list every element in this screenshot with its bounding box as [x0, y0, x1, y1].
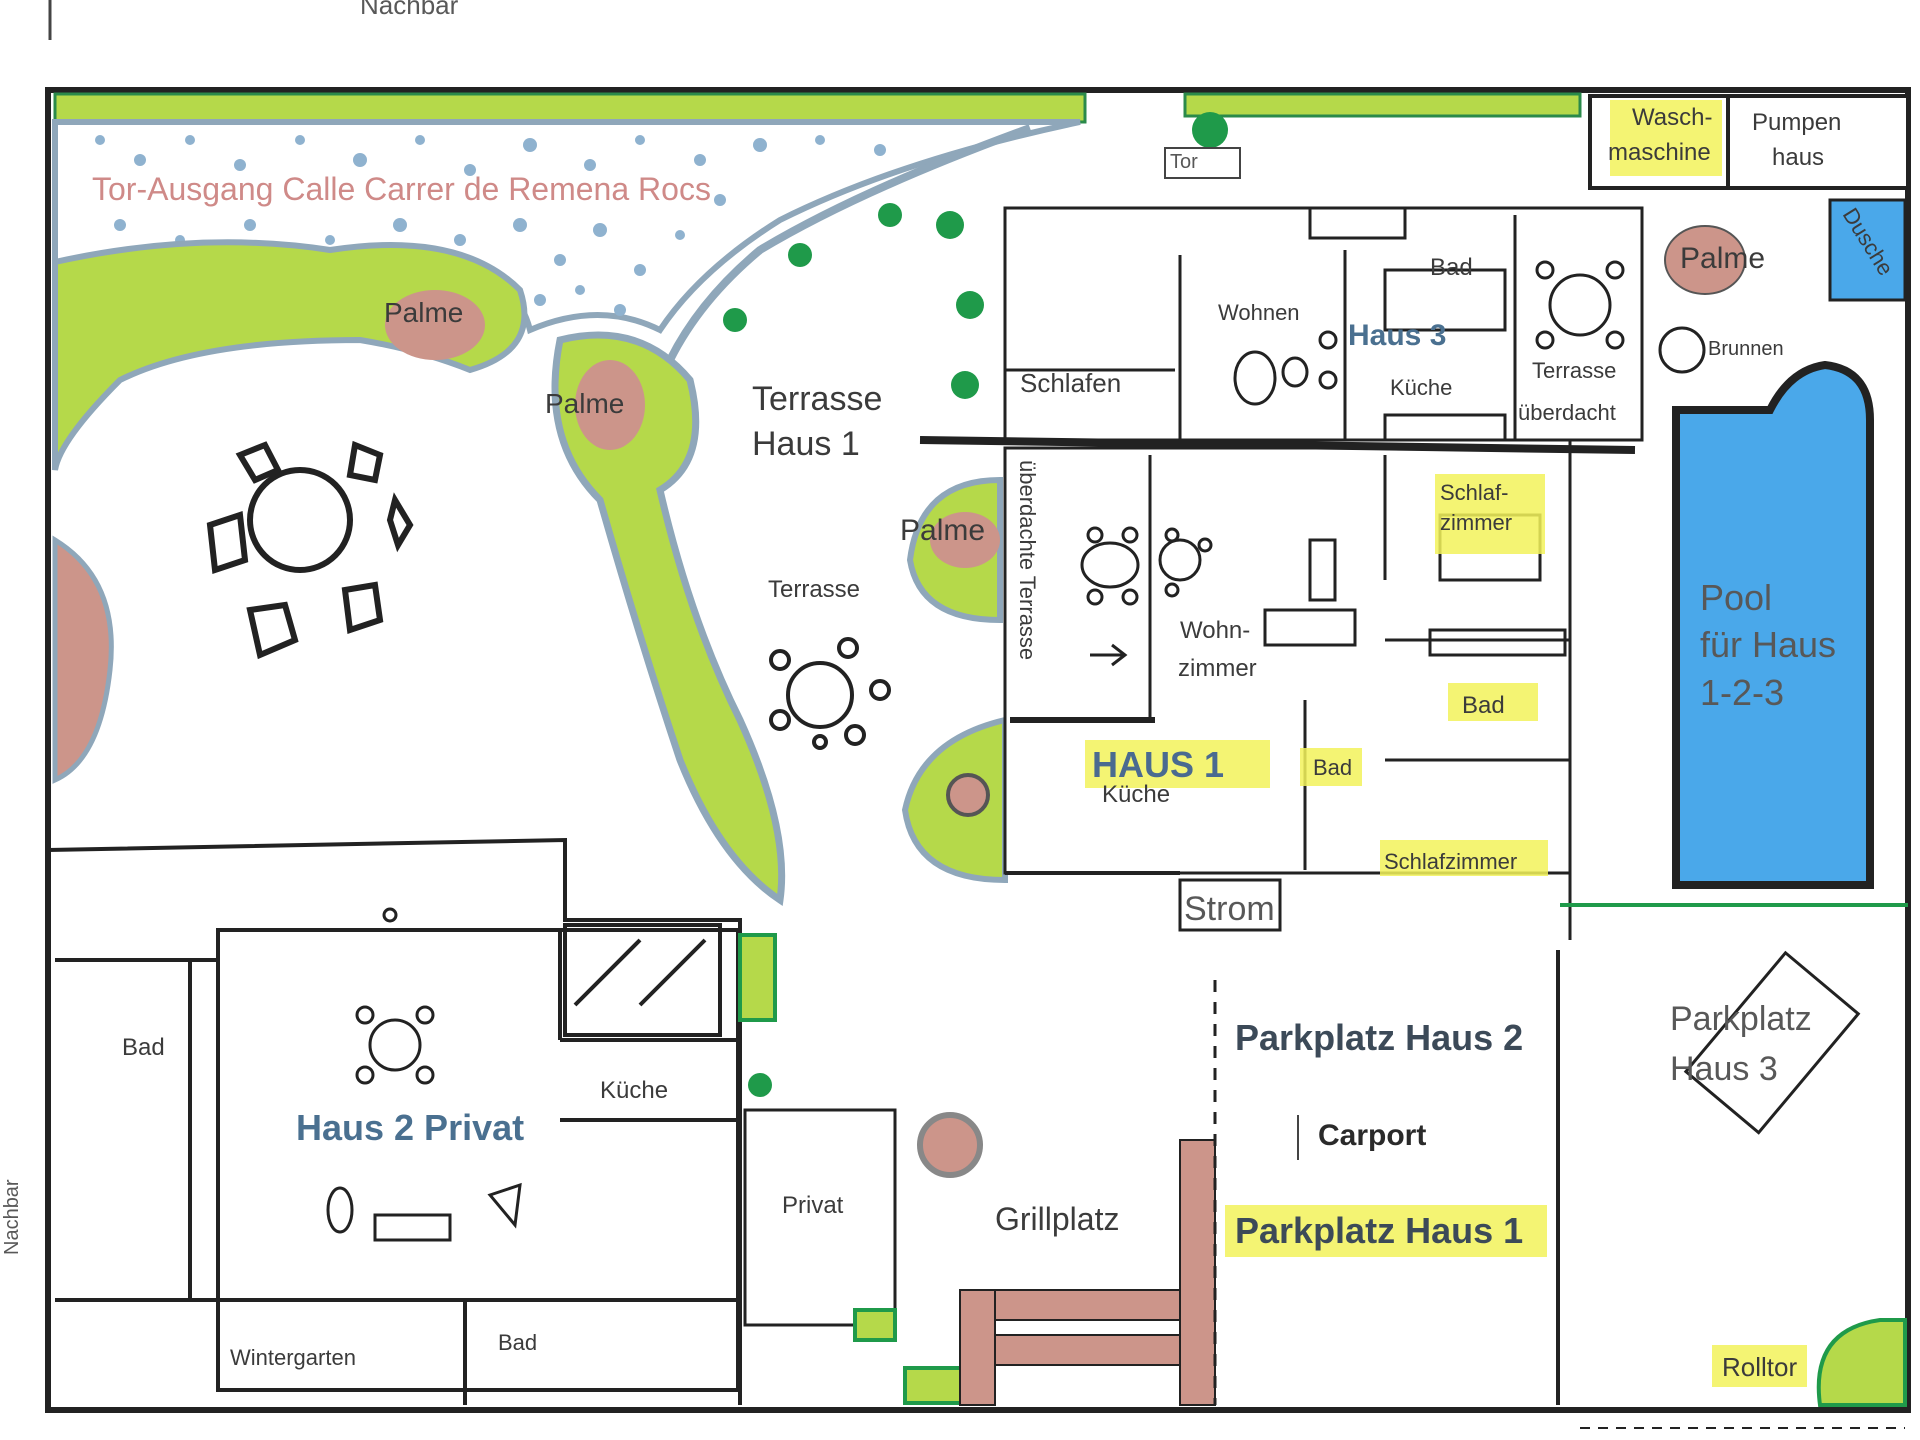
- house2-bath-small-label: Bad: [498, 1330, 537, 1355]
- terrace-house1-label-1: Terrasse: [752, 380, 882, 418]
- house3-title: Haus 3: [1348, 319, 1446, 352]
- washing-highlight: [1610, 100, 1722, 176]
- house1-bath1-highlight: [1448, 683, 1538, 721]
- house1-bedroom-bottom-highlight: [1380, 840, 1548, 876]
- palm-2: [575, 360, 645, 450]
- palm-1: [385, 290, 485, 360]
- green-box-1: [738, 933, 777, 1022]
- palm-2-label: Palme: [545, 388, 624, 419]
- pump-label-1: Pumpen: [1752, 109, 1841, 136]
- roller-gate-tree: [1816, 1318, 1907, 1407]
- power-label: Strom: [1184, 890, 1275, 928]
- roller-gate-highlight: [1712, 1345, 1807, 1387]
- house2-winter-garden-label: Wintergarten: [230, 1345, 356, 1370]
- washing-label-2: maschine: [1608, 139, 1711, 166]
- palm-1-label: Palme: [384, 297, 463, 328]
- pump-label-2: haus: [1772, 144, 1824, 171]
- terrace-table-set: [769, 637, 891, 750]
- house1-bath-label-2: Bad: [1313, 755, 1352, 780]
- house2-bath-label: Bad: [122, 1034, 165, 1061]
- parking-house3-label-2: Haus 3: [1670, 1050, 1778, 1088]
- neighbor-top-label: Nachbar: [360, 0, 459, 20]
- hedge-top-right: [1183, 92, 1582, 118]
- house1-bath2-highlight: [1300, 748, 1362, 786]
- gate-label: Tor: [1170, 151, 1198, 173]
- house3-terrace-label-1: Terrasse: [1532, 358, 1616, 383]
- pool-label-2: für Haus: [1700, 624, 1836, 665]
- house2-title: Haus 2 Privat: [296, 1107, 524, 1148]
- house1-bath-label-1: Bad: [1462, 692, 1505, 719]
- parking-house2-label: Parkplatz Haus 2: [1235, 1017, 1523, 1058]
- hedge-top-left: [53, 92, 1087, 124]
- pool-label-3: 1-2-3: [1700, 672, 1784, 713]
- terrace-house1-label-2: Haus 1: [752, 425, 860, 463]
- tree-dots: [723, 112, 1228, 1097]
- roller-gate-label: Rolltor: [1722, 1352, 1797, 1382]
- neighbor-left-label: Nachbar: [1, 1179, 23, 1255]
- palm-3: [930, 512, 1000, 568]
- house3-furniture: [1233, 260, 1625, 406]
- house1-bedroom-bottom-label: Schlafzimmer: [1384, 849, 1517, 874]
- private-label: Privat: [782, 1192, 844, 1219]
- house3-living-label: Wohnen: [1218, 300, 1300, 325]
- path-edge: [666, 124, 1032, 362]
- house1-bedroom-top-label-2: zimmer: [1440, 510, 1512, 535]
- palm-4: [1664, 225, 1746, 295]
- property-boundary: [45, 87, 1911, 1413]
- parking-house1-label: Parkplatz Haus 1: [1235, 1210, 1523, 1251]
- palm-3-label: Palme: [900, 514, 985, 547]
- palm-4-label: Palme: [1680, 242, 1765, 275]
- house1-living-label-1: Wohn-: [1180, 617, 1250, 644]
- green-box-3: [903, 1366, 967, 1405]
- grill-tree: [917, 1112, 983, 1178]
- carport-label: Carport: [1318, 1119, 1426, 1152]
- house2-kitchen-label: Küche: [600, 1077, 668, 1104]
- well: [1658, 326, 1706, 374]
- house3-sleeping-label: Schlafen: [1020, 368, 1121, 398]
- house2-furniture: [326, 907, 522, 1242]
- pool: [1672, 360, 1874, 889]
- house3-terrace-label-2: überdacht: [1518, 400, 1616, 425]
- house3: [1003, 206, 1644, 442]
- grill-benches: [959, 1139, 1216, 1406]
- pool-label-1: Pool: [1700, 577, 1772, 618]
- parking-house1-highlight: [1225, 1205, 1547, 1257]
- private-building: [743, 1108, 897, 1327]
- house1-kitchen-label: Küche: [1102, 781, 1170, 808]
- house3-kitchen-label: Küche: [1390, 375, 1452, 400]
- gravel-dots: [95, 135, 886, 316]
- house3-bath-label: Bad: [1430, 254, 1473, 281]
- well-label: Brunnen: [1708, 338, 1784, 360]
- green-box-2: [853, 1308, 897, 1342]
- grill-label: Grillplatz: [995, 1201, 1119, 1237]
- house1-title-highlight: [1085, 740, 1270, 788]
- house2: [47, 837, 742, 1405]
- garden-middle: [551, 331, 786, 906]
- terrace-label: Terrasse: [768, 576, 860, 603]
- gate-exit-label: Tor-Ausgang Calle Carrer de Remena Rocs: [92, 171, 711, 207]
- house1-bedroom-top-label-1: Schlaf-: [1440, 480, 1508, 505]
- house1-furniture: [1080, 526, 1213, 667]
- parked-car: [1683, 950, 1861, 1135]
- parking-house3-label-1: Parkplatz: [1670, 1000, 1812, 1038]
- power-box: [1178, 878, 1282, 932]
- washing-label-1: Wasch-: [1632, 104, 1712, 131]
- house1-living-label-2: zimmer: [1178, 655, 1257, 682]
- tree-house1-side: [946, 773, 990, 817]
- gate-frame: [1164, 147, 1241, 179]
- house1-title: HAUS 1: [1092, 744, 1224, 785]
- house1-covered-terrace-label: überdachte Terrasse: [1015, 460, 1040, 660]
- house1-bedroom-top-highlight: [1435, 474, 1545, 554]
- tree-left-edge: [52, 535, 114, 784]
- shower: [1828, 198, 1907, 302]
- garden-table-set: [206, 440, 414, 660]
